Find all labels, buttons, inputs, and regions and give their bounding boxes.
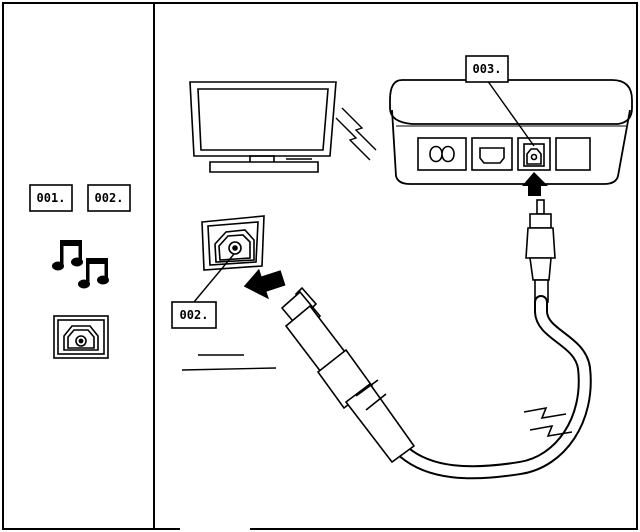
tv-icon [189,81,337,173]
sidebar-label-002-text: 002. [95,191,124,205]
ethernet-port-icon [555,137,591,171]
signal-zigzag-icon [335,107,377,161]
callout-003-text: 003. [473,62,502,76]
callout-003: 003. [465,55,535,147]
callout-002: 002. [171,253,235,329]
arrow-left-icon [243,268,286,300]
hdmi-port-icon [471,137,513,171]
optical-cable-icon [397,295,592,480]
music-notes-icon [52,240,109,289]
set-top-box-icon [389,79,633,185]
device-optical-port-icon [201,215,265,271]
vertical-plug-icon [525,199,556,303]
arrow-up-icon [522,172,548,196]
sidebar-label-001-text: 001. [37,191,66,205]
power-port-icon [417,137,467,171]
callout-002-text: 002. [180,308,209,322]
surface-lines [181,354,277,371]
sidebar-label-002: 002. [87,184,131,212]
diagonal-plug-icon [280,286,416,464]
sidebar-label-001: 001. [29,184,73,212]
box-optical-port-icon [517,137,551,171]
optical-port-icon [53,315,109,359]
